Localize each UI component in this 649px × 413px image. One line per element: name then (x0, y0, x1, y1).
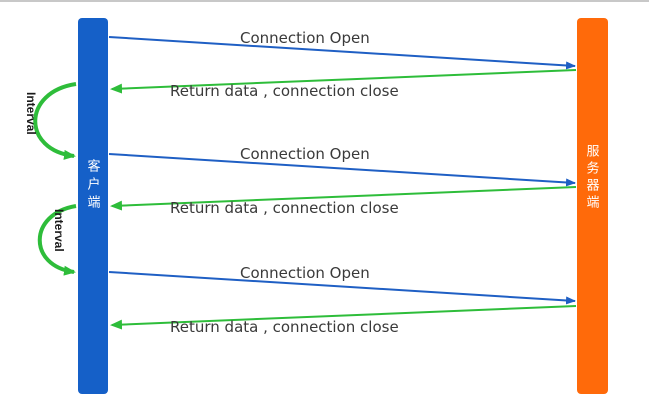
server-bar (577, 18, 608, 394)
response-label-1: Return data , connection close (170, 82, 399, 100)
response-label-2: Return data , connection close (170, 199, 399, 217)
response-arrow-1 (110, 69, 577, 94)
request-label-1: Connection Open (240, 29, 370, 47)
response-label-3: Return data , connection close (170, 318, 399, 336)
request-arrow-1 (108, 36, 576, 70)
request-label-2: Connection Open (240, 145, 370, 163)
interval-arc-1 (33, 82, 77, 160)
response-arrow-2 (110, 186, 577, 211)
interval-label-2: Interval (52, 209, 66, 252)
top-divider (0, 0, 649, 2)
request-arrow-3 (108, 271, 576, 305)
interval-label-1: Interval (24, 92, 38, 135)
client-bar (78, 18, 108, 394)
interval-arc-2 (37, 204, 77, 276)
client-label: 客户端 (86, 158, 101, 213)
request-arrow-2 (108, 153, 576, 187)
request-label-3: Connection Open (240, 264, 370, 282)
server-label: 服务器端 (585, 144, 600, 212)
response-arrow-3 (110, 305, 577, 330)
